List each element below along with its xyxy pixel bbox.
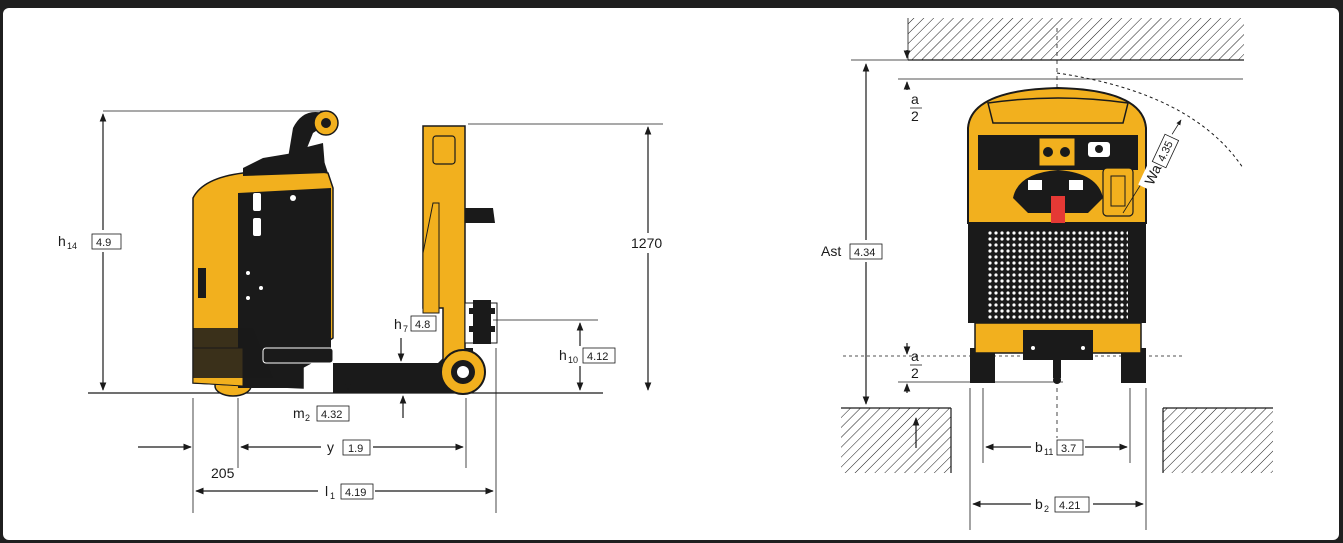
a-bottom-den: 2 [911,365,919,381]
ast-ref: 4.34 [854,247,875,259]
h7-ref: 4.8 [415,319,430,331]
l1-ref: 4.19 [345,487,366,499]
m2-sub: 2 [305,413,310,423]
h14-ref: 4.9 [96,237,111,249]
y-ref: 1.9 [348,443,363,455]
bottom-right-wall [1163,408,1273,473]
dimension-diagram: h 14 4.9 1270 h 10 4.12 h 7 4.8 m 2 4.32 [58,18,1273,530]
h14-sub: 14 [67,241,77,251]
b11-sub: 11 [1044,447,1053,457]
a-top-num: a [911,91,919,107]
a-bottom-num: a [911,348,919,364]
l1-label: l [325,483,328,499]
l1-sub: 1 [330,491,335,501]
h10-ref: 4.12 [587,351,608,363]
wa-label: Wa [1141,162,1164,188]
h10-sub: 10 [568,355,578,365]
red-accent [1051,196,1065,228]
top-view: Wa 4.35 Ast 4.34 a 2 a 2 b 11 3.7 [818,18,1273,530]
m2-ref: 4.32 [321,409,342,421]
a-top-den: 2 [911,108,919,124]
b2-ref: 4.21 [1059,500,1080,512]
truck-top-illustration [967,86,1147,384]
b11-ref: 3.7 [1061,443,1076,455]
h7-sub: 7 [403,324,408,334]
height-1270-label: 1270 [631,235,662,251]
diagram-panel: h 14 4.9 1270 h 10 4.12 h 7 4.8 m 2 4.32 [3,8,1339,540]
side-view: h 14 4.9 1270 h 10 4.12 h 7 4.8 m 2 4.32 [58,110,668,513]
b11-label: b [1035,439,1043,455]
h7-label: h [394,316,402,332]
h14-label: h [58,233,66,249]
y-label: y [327,439,334,455]
top-wall [908,18,1244,60]
b2-label: b [1035,496,1043,512]
h10-label: h [559,347,567,363]
bottom-left-wall [841,408,951,473]
ast-label: Ast [821,243,841,259]
dim-205-label: 205 [211,465,235,481]
truck-side-illustration [192,110,498,397]
m2-label: m [293,405,305,421]
b2-sub: 2 [1044,504,1049,514]
